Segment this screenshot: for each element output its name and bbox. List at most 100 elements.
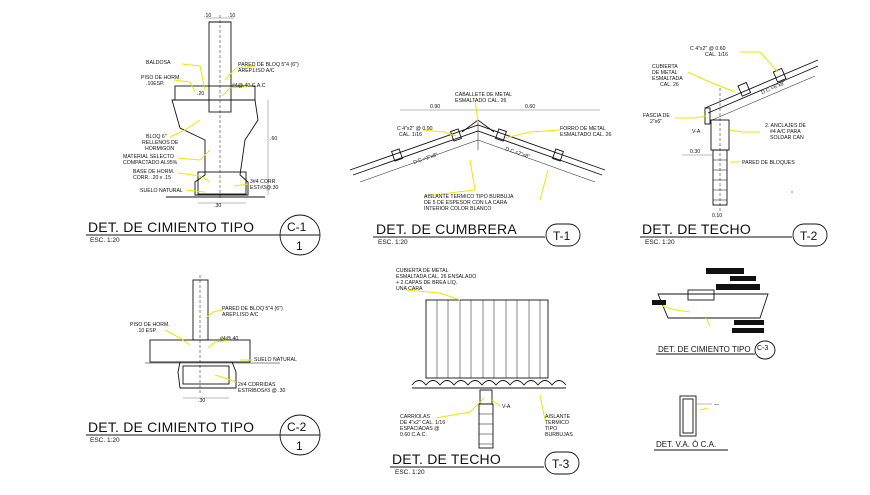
note-label: CUBIERTA [652,64,678,70]
note-label: BLOQ 6" [146,134,167,140]
purlin [495,128,507,142]
note-label: BALDOSA [146,60,171,66]
dim-label: .10 [204,13,211,19]
note-label: 2. ANCLAJES DE [765,123,806,129]
detail-tag: T-3 [552,457,570,471]
note-label: #4 A/C PARA [770,129,801,135]
panel-t3-techo: CUBIERTA DE METAL ESMALTADA CAL. 26 ENSA… [390,268,580,476]
note-label: CARRIOLAS [400,414,431,420]
note-label: CAL. 1/16 [399,132,422,138]
dim-label: 0.90 [430,104,440,110]
panel-title: DET. DE CUMBRERA [376,221,517,237]
purlin [450,128,462,142]
dim-label: .10 [228,13,235,19]
panel-c2-cimiento: .30 PARED DE BLOQ 5"4 (6") AREP.LISO A/C… [86,275,321,456]
footing-section [657,293,769,319]
note-label: FASCIA DE [643,113,670,119]
scale-label: ESC. 1:20 [645,239,675,246]
panel-c1-cimiento: .10 .10 .60 .30 .20 BALDOSA PISO DE HORM… [86,13,321,256]
note-label: RELLENOS DE [142,140,179,146]
note-label: FORRO DE METAL [560,126,606,132]
note-label: ESMALTADO CAL. 26 [560,132,612,138]
purlin [772,67,787,83]
note-label: 2#4 CORRIDAS [238,382,276,388]
note-label: ESMALTADA CAL. 26 ENSALADO [396,274,476,280]
panel-title: DET. DE CIMIENTO TIPO [88,219,254,235]
dim-label: .60 [270,136,277,142]
note-label: SOLDAR CAN [770,135,804,141]
note-label: AISLANTE [545,414,571,420]
dim-label: .30 [198,398,205,404]
note-label: CAL. 26 [660,82,679,88]
note-label: C 4"x2" @ 0.90 [397,126,433,132]
dim-label: 0.60 [525,104,535,110]
panel-c3-cimiento: DET. DE CIMIENTO TIPO C-3 [652,268,776,360]
note-label: ESMALTADA [652,76,683,82]
note-label: 2"x6" [650,119,662,125]
scale-label: ESC. 1:20 [90,437,120,444]
purlin [552,148,564,162]
footing-base [197,171,247,195]
purlin [737,81,752,97]
redacted-note [716,284,760,290]
redacted-note [730,276,756,281]
note-label: PARED DE BLOQ 5"4 (6") [222,306,283,312]
detail-bubble [792,223,828,247]
dim-label: — [714,402,720,408]
note-label: ESMALTADO CAL. 26 [455,98,507,104]
detail-bubble [754,340,776,360]
note-label: #4@.40 C.A.C [232,83,266,89]
footing-fill [171,99,259,196]
detail-bubble [544,451,580,475]
sheet-number: 1 [296,239,303,253]
purlin [391,148,403,162]
note-label: ESPACIADAS @ [400,426,439,432]
panel-t2-techo: 0.30 0.10 C 4"x2" @ 0.60 CAL. 1/16 CUBIE… [640,46,828,247]
note-label: #4@.40 [220,336,238,342]
note-label: PISO DE HORM. [130,322,170,328]
note-label: .10ESP. [146,81,164,87]
note-label: AREP.LISO A/C [238,68,275,74]
beam-section [679,395,697,437]
dim-label: .20 [197,91,204,97]
note-label: DE 4"x2" CAL. 1/16 [400,420,445,426]
note-label: INTERIOR COLOR BLANCO [424,206,491,212]
purlin [479,389,493,405]
scale-label: ESC. 1:20 [395,469,425,476]
note-label: TIPO [545,426,557,432]
note-label: V-A [692,129,701,135]
note-label: HORMIGON [145,146,174,152]
corrugated-profile [411,380,567,386]
panel-title: DET. DE TECHO [392,451,501,467]
detail-tag: T-1 [553,229,571,243]
note-label: UNA CARA [396,286,423,292]
block-wall [478,403,494,449]
detail-tag: C-2 [287,420,307,434]
note-label: MATERIAL SELECTO [123,154,174,160]
redacted-note [706,268,744,274]
note-label: SUELO NATURAL [254,357,297,363]
note-label: AISLANTE TERMICO TIPO BURBUJA [424,194,514,200]
note-label: 3#4 CORR. [250,179,277,185]
note-label: C 4"x2" @ 0.60 [690,46,726,52]
panel-va-detalle: — DET. V.A. Ó C.A. [654,395,728,451]
dim-label: 0.10 [712,213,722,219]
note-label: PISO DE HORM. [141,75,181,81]
note-label: EST#3@.30 [250,185,278,191]
dim-label: .30 [214,203,221,209]
note-label: DE METAL [652,70,678,76]
note-label: .10 ESP. [137,328,157,334]
detail-tag: C-1 [287,220,307,234]
footing-beam [177,361,237,389]
note-label: BURBUJAS [545,432,573,438]
note-label: D.C.=2"x8" [413,152,439,166]
panel-title: DET. DE CIMIENTO TIPO [88,419,254,435]
scale-label: ESC. 1:20 [378,239,408,246]
detail-tag: T-2 [800,229,818,243]
note-label: CABALLETE DE METAL [455,92,512,98]
note-label: + 2 CAPAS DE BREA LIQ. [396,280,457,286]
detail-bubble [545,223,581,247]
detail-tag: C-3 [757,345,768,352]
note-label: SUELO NATURAL [140,188,183,194]
